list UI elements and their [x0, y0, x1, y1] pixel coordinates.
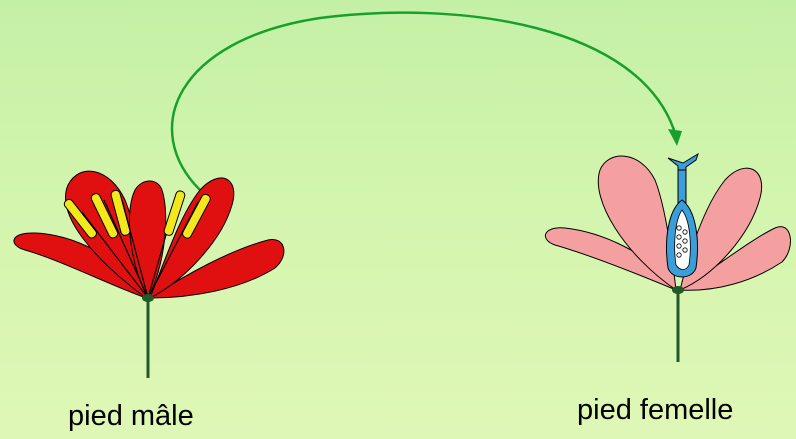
- male-receptacle: [142, 294, 154, 302]
- stigma: [668, 154, 698, 172]
- female-receptacle: [672, 286, 684, 294]
- male-flower-icon: [14, 171, 284, 378]
- female-flower-icon: [545, 154, 790, 362]
- female-pistil: [667, 154, 698, 277]
- female-plant-label: pied femelle: [577, 396, 733, 425]
- male-plant-label: pied mâle: [68, 402, 194, 431]
- arrow-head: [668, 129, 682, 146]
- arrow-path: [172, 13, 675, 190]
